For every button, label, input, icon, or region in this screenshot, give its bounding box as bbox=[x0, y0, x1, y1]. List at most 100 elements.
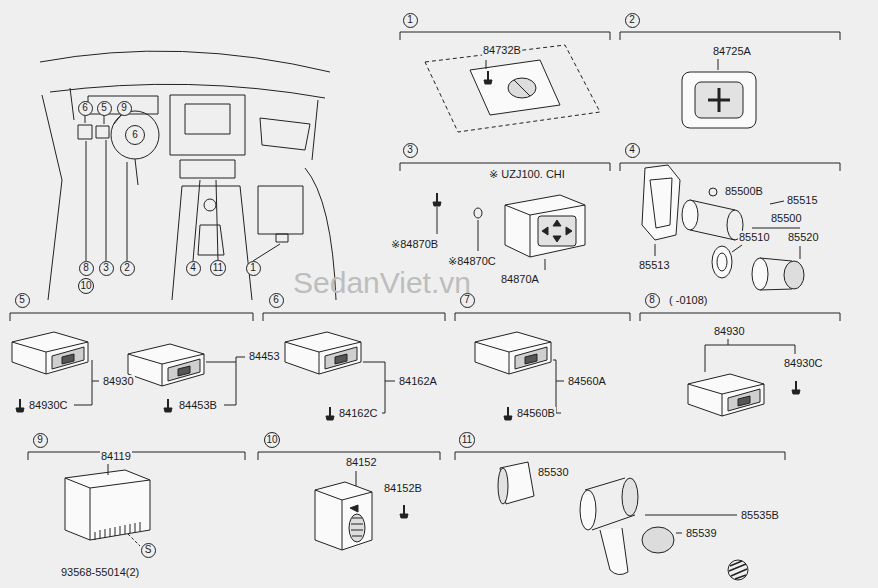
callout-number: 3 bbox=[103, 263, 109, 273]
callout-circle: 6 bbox=[78, 101, 93, 116]
panel-10-part-stroke bbox=[400, 505, 408, 518]
panel-5-part-stroke bbox=[16, 399, 24, 412]
dashboard-overview-stroke bbox=[260, 118, 310, 150]
part-number: 85539 bbox=[685, 527, 718, 540]
callout-circle: 8 bbox=[645, 293, 660, 308]
part-number: 85520 bbox=[787, 231, 820, 244]
panel-1-part-stroke bbox=[514, 80, 530, 96]
panel-6-part-stroke bbox=[326, 407, 334, 420]
panel-3-part-stroke bbox=[474, 208, 482, 218]
panel-3-part-stroke bbox=[505, 205, 585, 257]
panel-5-part-stroke bbox=[164, 399, 172, 412]
callout-number: 8 bbox=[83, 263, 89, 273]
dashboard-overview-stroke bbox=[42, 95, 62, 300]
panel-3-part bbox=[433, 193, 585, 270]
dashboard-overview-stroke bbox=[276, 234, 288, 242]
part-number: 85500 bbox=[770, 212, 803, 225]
part-number: 84930 bbox=[713, 325, 746, 338]
dashboard-overview-stroke bbox=[172, 186, 252, 300]
panel-1-part bbox=[425, 45, 600, 132]
panel-1-part-stroke bbox=[508, 78, 536, 98]
panel-2-part-stroke bbox=[708, 88, 730, 112]
callout-number: 6 bbox=[132, 130, 138, 140]
panel-brackets-stroke bbox=[620, 32, 840, 40]
panel-4-part-stroke bbox=[642, 165, 680, 240]
panel-6-part-stroke bbox=[363, 362, 395, 413]
part-number: 84453B bbox=[178, 399, 218, 412]
panel-brackets-stroke bbox=[263, 313, 445, 321]
dashboard-overview bbox=[40, 51, 336, 300]
panel-4-part-stroke bbox=[717, 253, 727, 271]
panel-brackets-stroke bbox=[28, 452, 245, 460]
panel-9-part-stroke bbox=[95, 522, 140, 540]
panel-9-part-stroke bbox=[108, 464, 109, 475]
panel-1-part-stroke bbox=[486, 60, 487, 69]
panel-11-part-stroke bbox=[498, 468, 508, 504]
part-number: 84560A bbox=[567, 375, 607, 388]
panel-1-part-stroke bbox=[425, 45, 600, 132]
panel-4-part-stroke bbox=[650, 178, 672, 228]
dashboard-overview-stroke bbox=[96, 126, 109, 138]
panel-10-part-stroke bbox=[315, 482, 372, 550]
callout-circle: 4 bbox=[186, 261, 201, 276]
panel-3-part-stroke bbox=[437, 207, 545, 270]
part-number: 93568-55014(2) bbox=[60, 566, 140, 579]
callout-number: 5 bbox=[101, 103, 107, 113]
callout-number: 1 bbox=[407, 15, 413, 25]
callout-circle: 11 bbox=[210, 260, 225, 275]
part-number: 84930C bbox=[783, 357, 824, 370]
callout-number: 8 bbox=[649, 295, 655, 305]
part-number: 84725A bbox=[712, 45, 752, 58]
watermark: SedanViet.vn bbox=[292, 266, 472, 300]
dashboard-overview-stroke bbox=[193, 180, 280, 261]
panel-8-part-stroke bbox=[792, 381, 800, 394]
applicability-note: ( -0108) bbox=[668, 294, 709, 307]
callout-circle: 1 bbox=[403, 13, 418, 28]
panel-3-part-stroke bbox=[538, 216, 576, 246]
callout-circle: 1 bbox=[246, 261, 261, 276]
dashboard-overview-stroke bbox=[78, 125, 92, 139]
panel-7-part-stroke bbox=[553, 360, 564, 413]
panel-4-part-stroke bbox=[752, 258, 768, 290]
panel-3-part-stroke bbox=[542, 220, 572, 242]
panel-8-part-stroke bbox=[705, 339, 795, 372]
part-number: 84119 bbox=[100, 450, 132, 463]
dashboard-overview-stroke bbox=[70, 88, 318, 160]
callout-number: 6 bbox=[273, 295, 279, 305]
part-number: 85515 bbox=[786, 194, 819, 207]
callout-number: 9 bbox=[37, 435, 43, 445]
callout-circle: 10 bbox=[78, 278, 94, 294]
callout-circle: 2 bbox=[625, 13, 640, 28]
panel-9-part bbox=[65, 464, 150, 546]
panel-brackets bbox=[10, 32, 840, 460]
part-number: 84870A bbox=[500, 273, 540, 286]
part-number: 85535B bbox=[740, 509, 780, 522]
panel-6-part bbox=[285, 332, 395, 420]
panel-brackets-stroke bbox=[10, 313, 253, 321]
panel-7-part-stroke bbox=[475, 332, 551, 374]
panel-11-part-stroke bbox=[600, 528, 628, 575]
part-number: 85500B bbox=[724, 185, 764, 198]
panel-10-part-stroke bbox=[349, 514, 365, 542]
panel-7-part-stroke bbox=[504, 407, 512, 420]
callout-number: 4 bbox=[190, 263, 196, 273]
part-number: ※84870B bbox=[390, 238, 439, 251]
panel-9-part-stroke bbox=[65, 470, 150, 540]
callout-circle: 8 bbox=[79, 261, 94, 276]
panel-5-part-stroke bbox=[206, 357, 245, 405]
part-number: 84732B bbox=[482, 44, 522, 57]
callout-circle: 3 bbox=[99, 261, 114, 276]
applicability-note: ※ UZJ100. CHI bbox=[488, 168, 566, 181]
panel-brackets-stroke bbox=[455, 313, 630, 321]
panel-3-part-stroke bbox=[433, 193, 441, 206]
dashboard-overview-stroke bbox=[86, 140, 127, 261]
part-number: 84560B bbox=[516, 407, 556, 420]
dashboard-overview-stroke bbox=[204, 199, 216, 211]
dashboard-overview-stroke bbox=[180, 160, 235, 178]
panel-8-part bbox=[688, 339, 800, 416]
panel-11-part-stroke bbox=[622, 478, 638, 516]
callout-number: 6 bbox=[82, 103, 88, 113]
part-number: 84152 bbox=[345, 456, 378, 469]
callout-circle: 5 bbox=[97, 101, 112, 116]
